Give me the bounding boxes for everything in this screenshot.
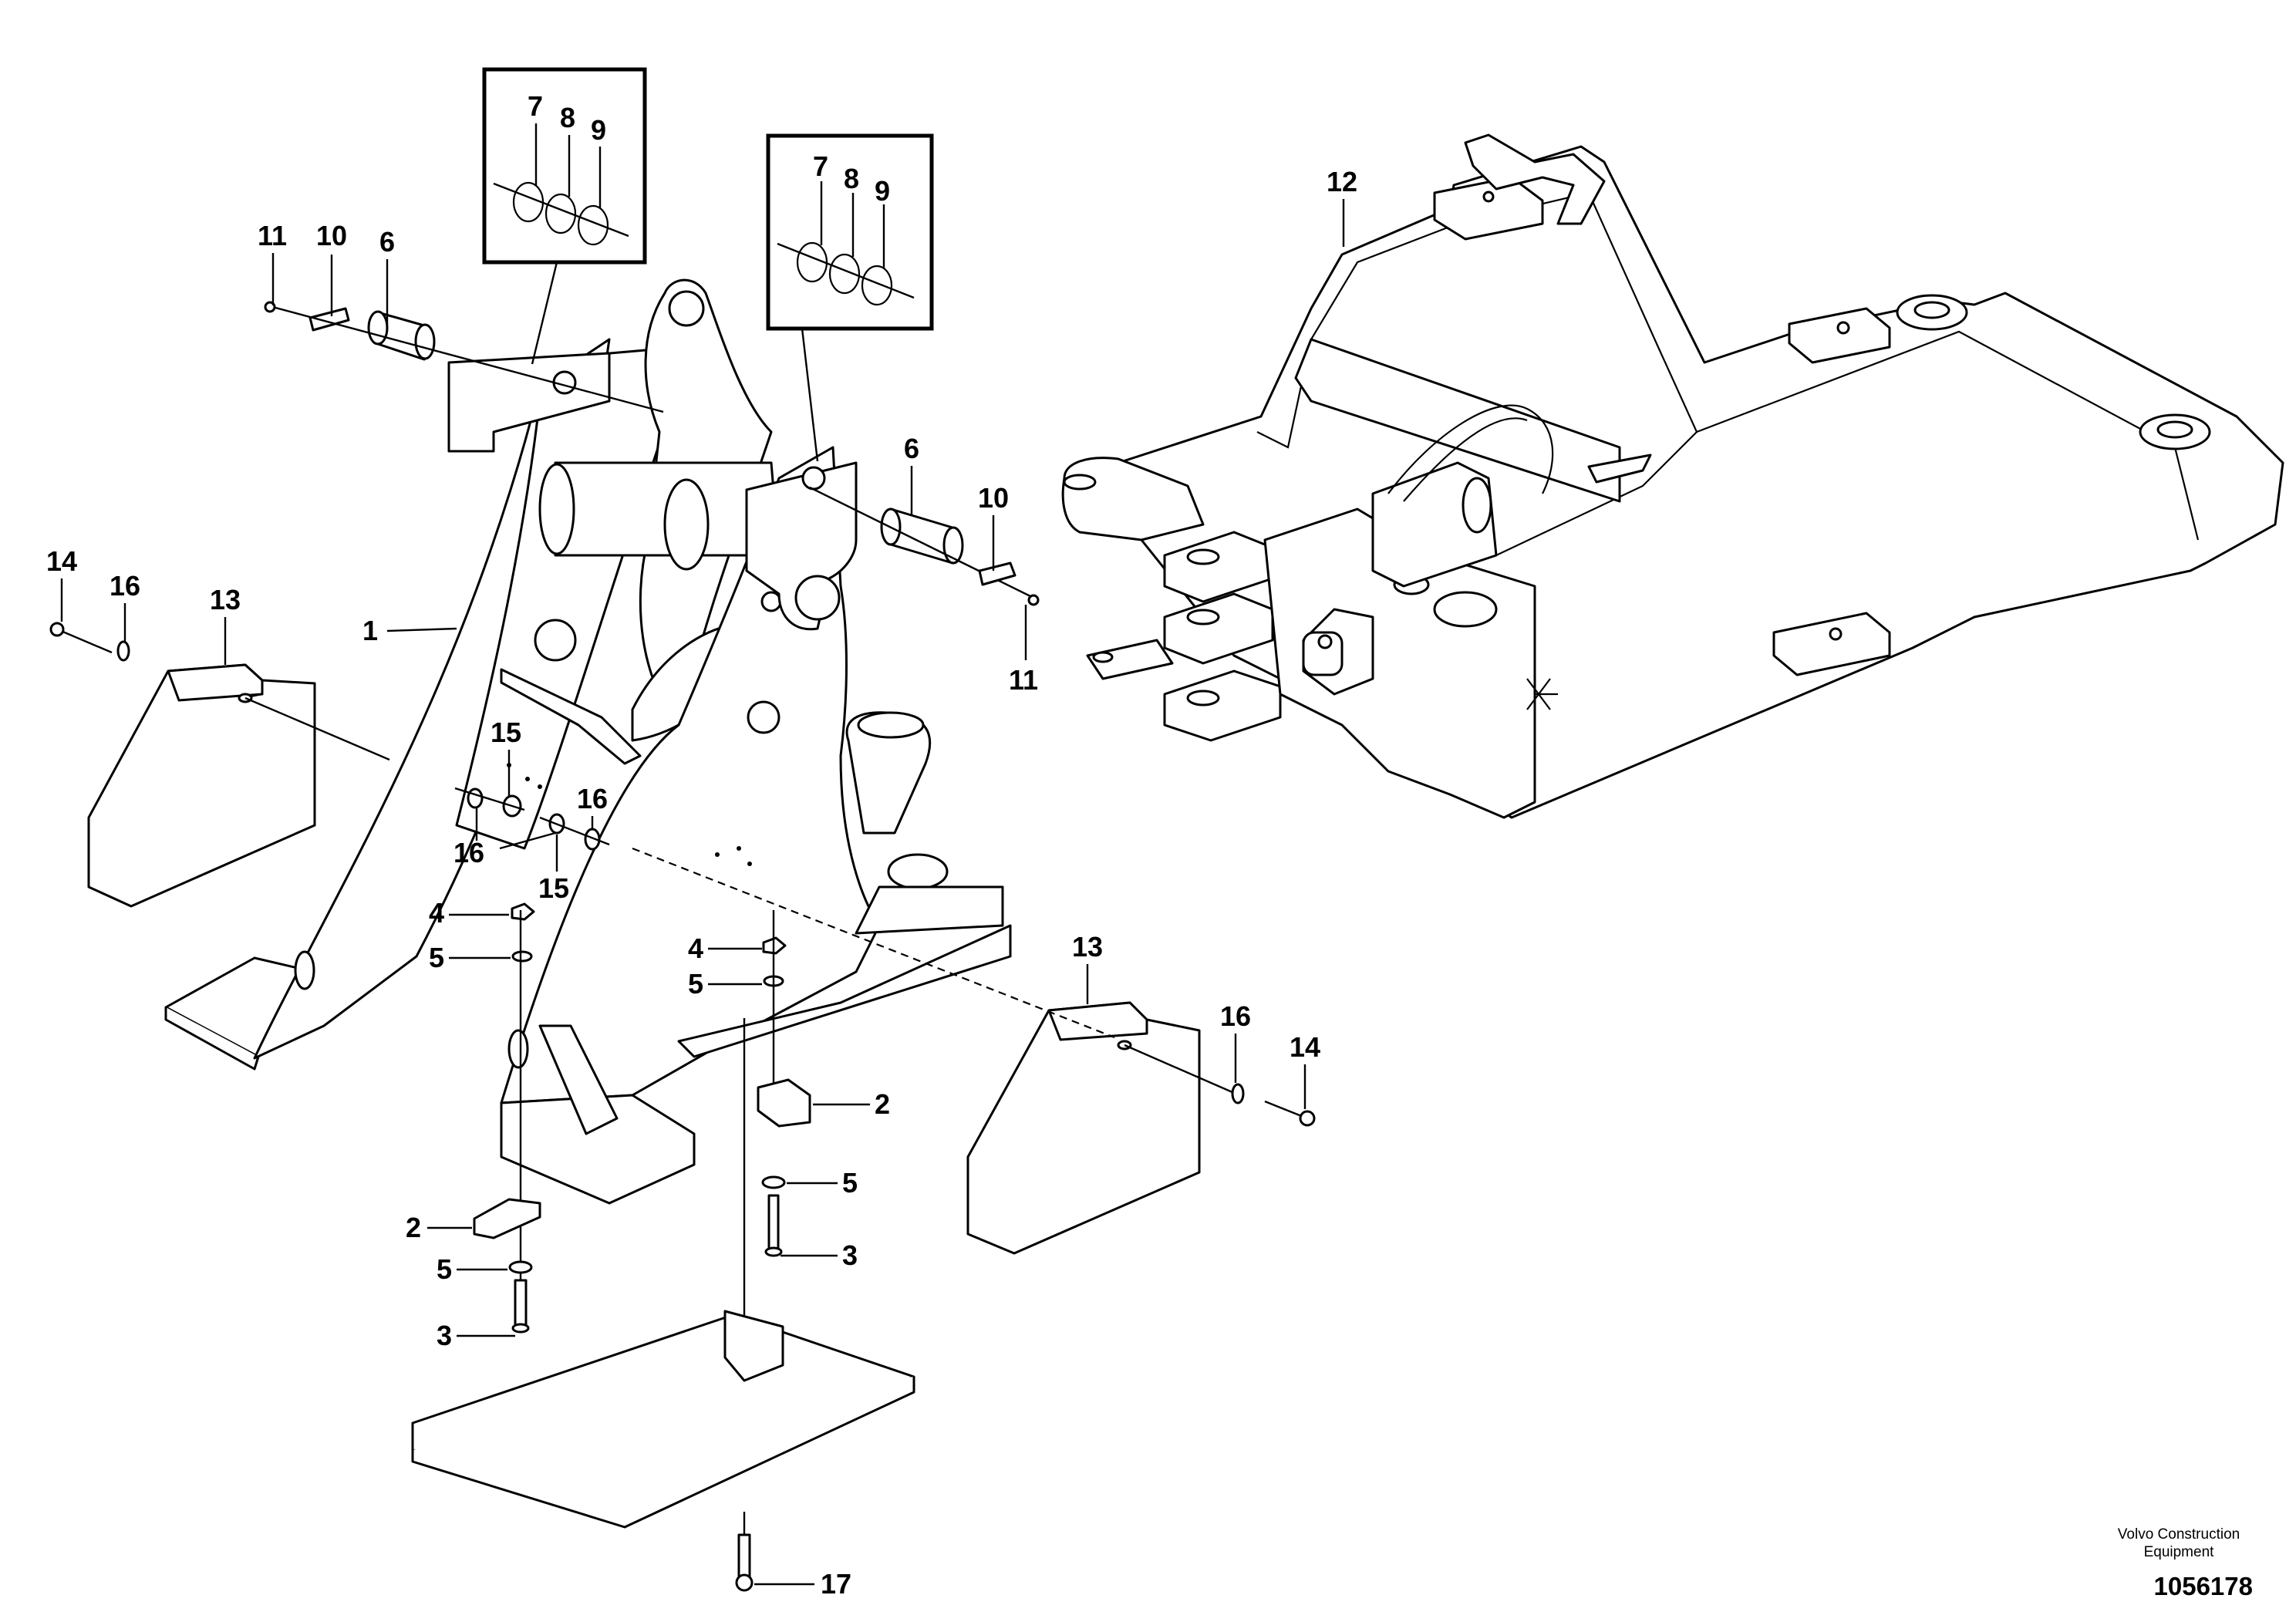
callout-16-c: 16 xyxy=(453,837,484,868)
callout-7-right: 7 xyxy=(813,150,828,182)
callout-10-left: 10 xyxy=(316,220,347,251)
callout-3-right: 3 xyxy=(842,1239,858,1271)
bolt-axis xyxy=(632,847,1115,1039)
callout-16-d: 16 xyxy=(577,783,608,814)
callout-13-left: 13 xyxy=(210,584,241,615)
callout-2-right: 2 xyxy=(875,1088,890,1120)
callout-labels: 1 11 10 6 7 8 9 7 8 9 6 10 11 14 16 13 1… xyxy=(46,90,1357,1600)
callout-13-right: 13 xyxy=(1072,931,1103,963)
detail-box-left xyxy=(482,67,647,265)
callout-3-left: 3 xyxy=(437,1320,452,1351)
fasteners-left xyxy=(473,902,541,1334)
callout-2-left: 2 xyxy=(406,1212,421,1243)
callout-5-low-left: 5 xyxy=(437,1253,452,1285)
bottom-plate xyxy=(411,1310,915,1592)
callout-5-nut-left: 5 xyxy=(429,942,444,973)
document-number: 1056178 xyxy=(2153,1572,2253,1600)
callout-8-right: 8 xyxy=(844,163,859,194)
callout-5-low-right: 5 xyxy=(842,1167,858,1199)
rear-frame xyxy=(1061,133,2284,819)
callout-11-left: 11 xyxy=(258,220,287,251)
callout-7-left: 7 xyxy=(528,90,543,122)
callout-16-weight-left: 16 xyxy=(110,570,140,602)
callout-6-left: 6 xyxy=(379,226,395,258)
callout-12: 12 xyxy=(1327,166,1357,197)
callout-1: 1 xyxy=(362,615,378,646)
front-frame xyxy=(164,278,1012,1205)
callout-15-b: 15 xyxy=(538,872,569,904)
manufacturer-line-1: Volvo Construction xyxy=(2117,1526,2240,1543)
callout-14-left: 14 xyxy=(46,545,77,577)
callout-15-a: 15 xyxy=(491,717,521,748)
manufacturer-label: Volvo Construction Equipment xyxy=(2102,1526,2256,1561)
callout-16-weight-right: 16 xyxy=(1220,1000,1251,1032)
mid-washers xyxy=(454,787,610,851)
callout-4-right: 4 xyxy=(688,932,703,964)
callout-4-left: 4 xyxy=(429,897,444,929)
callout-9-left: 9 xyxy=(591,114,606,146)
callout-10-right: 10 xyxy=(978,482,1009,514)
manufacturer-line-2: Equipment xyxy=(2143,1544,2214,1560)
counterweight-left xyxy=(49,622,390,908)
callout-11-right: 11 xyxy=(1009,664,1038,696)
right-pin-assembly xyxy=(766,133,1040,606)
callout-9-right: 9 xyxy=(875,175,890,207)
callout-8-left: 8 xyxy=(560,102,575,133)
callout-6-right: 6 xyxy=(904,433,919,464)
callout-5-nut-right: 5 xyxy=(688,968,703,1000)
detail-box-right xyxy=(766,133,934,331)
left-pin-assembly xyxy=(264,67,664,413)
callout-14-right: 14 xyxy=(1290,1031,1320,1063)
callout-17: 17 xyxy=(821,1568,851,1600)
counterweight-right xyxy=(966,1001,1316,1255)
